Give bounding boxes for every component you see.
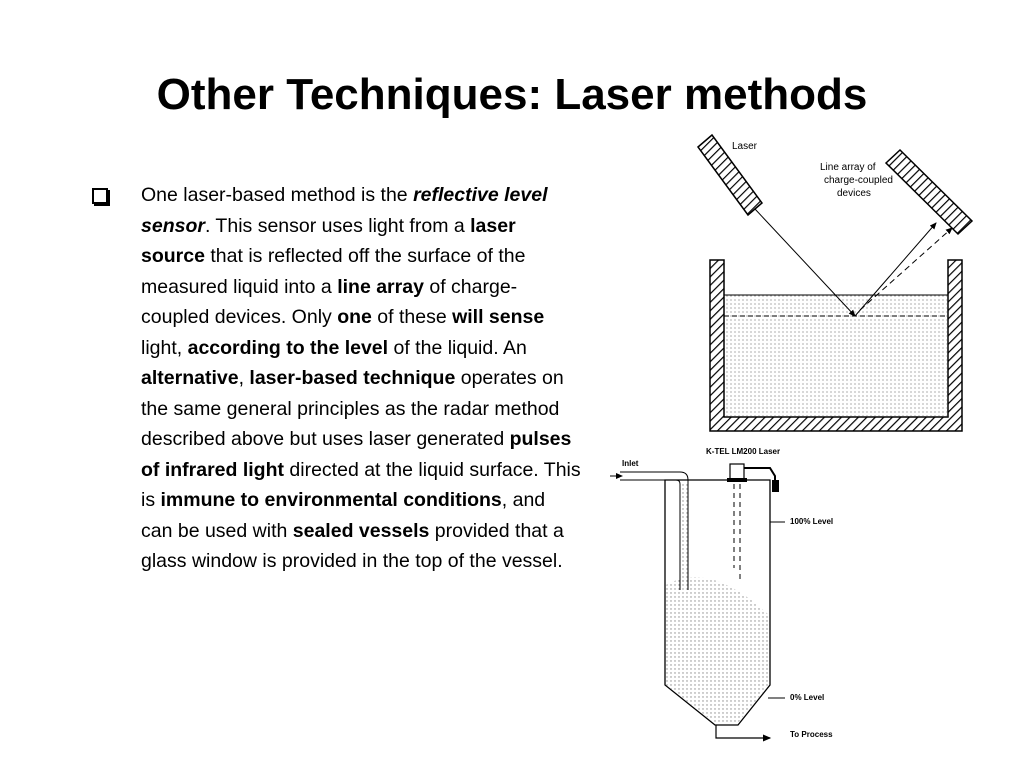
bullet-text-segment: of charge-coupled devices. Only [141, 275, 518, 329]
ccd-label-line-3: devices [837, 188, 871, 199]
bullet-text-segment: according to the level [187, 336, 389, 359]
bullet-text-segment: pulses of infrared light [141, 428, 572, 481]
bullet-paragraph: One laser-based method is the reflective… [141, 180, 581, 577]
bullet-text-segment: laser source [141, 214, 516, 268]
bullet-text-segment: provided that a glass window is provided… [141, 519, 564, 573]
level-100-label: 100% Level [790, 517, 833, 526]
bullet-text-segment: directed at the liquid surface. This is [141, 458, 581, 512]
bullet-text-segment: that is reflected off the surface of the… [141, 245, 526, 298]
laser-beam-incident [754, 208, 856, 317]
slide-title: Other Techniques: Laser methods [156, 70, 868, 119]
bullet-text-segment: operates on the same general principles … [141, 367, 564, 450]
bullet-text-segment: sealed vessels [292, 519, 430, 542]
bullet-text-segment: will sense [452, 306, 545, 328]
bullet-text-segment: of the liquid. An [388, 336, 527, 359]
inlet-pipe [620, 471, 689, 590]
laser-source-shape [696, 133, 764, 217]
silo-contents [666, 577, 769, 724]
bullet-text-segment: light, [141, 336, 188, 359]
bullet-text-segment: , [238, 367, 250, 389]
bullet-text-segment: one [337, 306, 372, 328]
laser-beam-reflected [854, 222, 937, 317]
laser-beam-alt-reflected [859, 227, 953, 311]
bullet-text-segment: reflective level sensor [141, 184, 548, 237]
bullet-text-segment: . This sensor uses light from a [204, 214, 471, 237]
ccd-label-line-1: Line array of [820, 162, 876, 173]
ccd-array-shape [884, 148, 974, 236]
square-bullet-icon [92, 188, 108, 204]
ccd-label-line-2: charge-coupled [824, 175, 893, 186]
bullet-text-segment: immune to environmental conditions [160, 489, 502, 511]
laser-silo-diagram: K-TEL LM200 Laser Inlet 100% Level 0% Le… [610, 447, 833, 742]
bullet-text-segment: line array [337, 275, 424, 298]
outlet-label: To Process [790, 730, 833, 739]
bullet-text-segment: of these [371, 306, 453, 328]
outlet-pipe [715, 725, 772, 742]
bullet-text-segment: One laser-based method is the [141, 184, 414, 206]
laser-label: Laser [732, 141, 758, 152]
laser-sensor-unit [727, 463, 779, 492]
bullet-text-segment: laser-based technique [249, 367, 456, 389]
bullet-text-segment: , and can be used with [141, 489, 546, 542]
reflective-level-sensor-diagram: Laser Line array of charge-coupled devic… [696, 133, 974, 432]
inlet-label: Inlet [622, 459, 639, 468]
device-label: K-TEL LM200 Laser [706, 447, 780, 456]
liquid-fill [723, 294, 949, 418]
level-0-label: 0% Level [790, 693, 824, 702]
bullet-text-segment: alternative [141, 367, 239, 389]
